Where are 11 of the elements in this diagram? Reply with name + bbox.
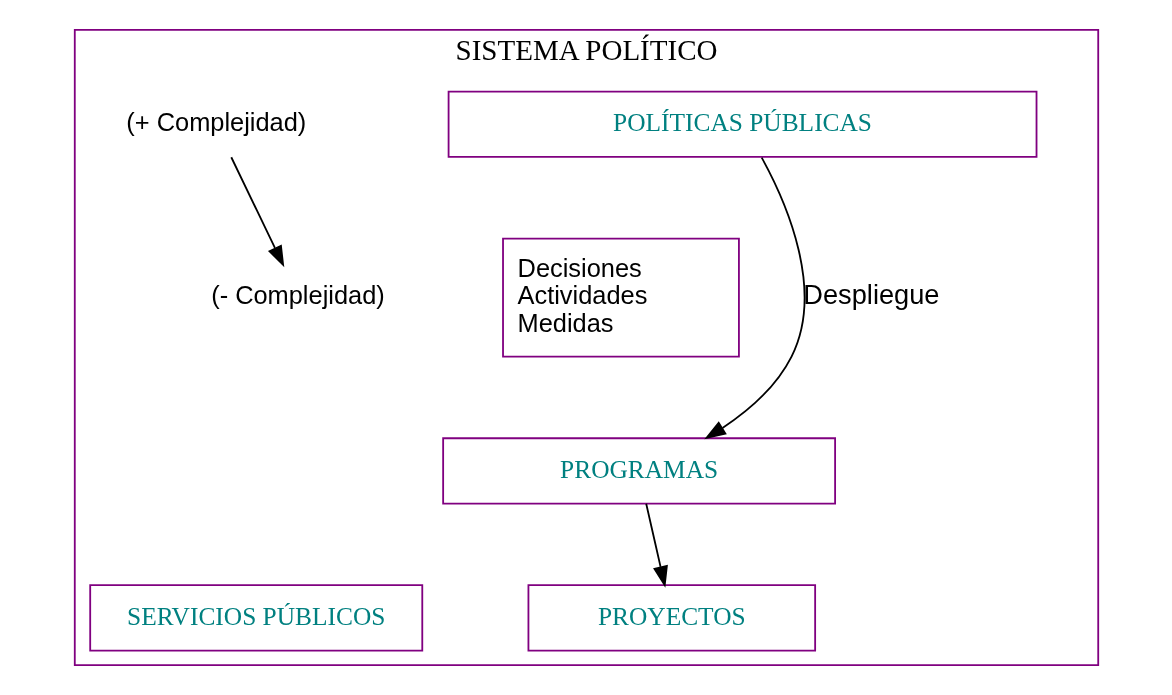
arrow (703, 156, 805, 440)
node-text: (+ Complejidad) (125, 108, 306, 137)
arrow (229, 156, 284, 268)
node-box: POLÍTICAS PÚBLICAS (447, 90, 1037, 158)
node-box: SERVICIOS PÚBLICOS (88, 584, 423, 652)
node-box: PROGRAMAS (441, 437, 836, 505)
node-text: (- Complejidad) (210, 281, 385, 310)
edge-label: Despliegue (802, 278, 939, 310)
node-box: PROYECTOS (527, 584, 816, 652)
node-box: Decisiones Actividades Medidas (501, 237, 740, 358)
arrow (644, 502, 668, 588)
